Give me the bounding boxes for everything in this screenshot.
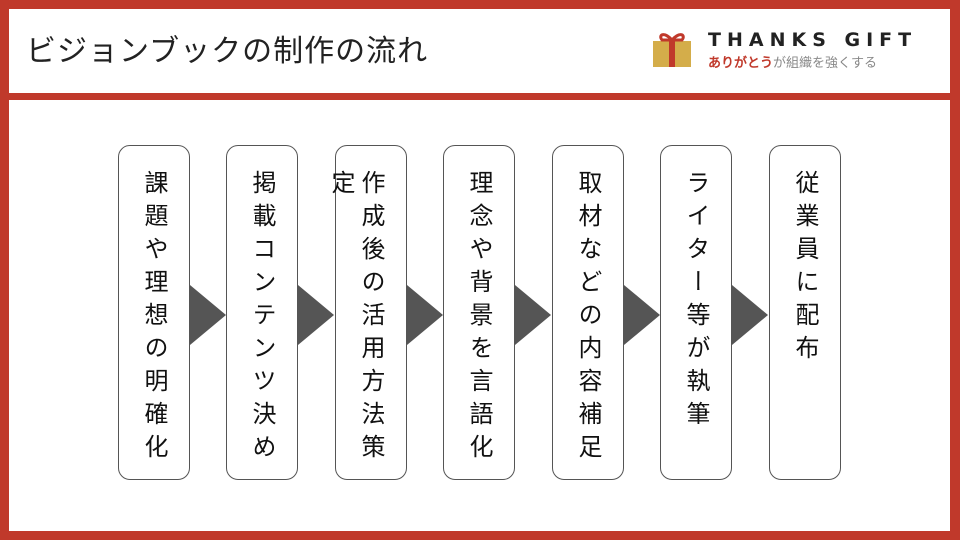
arrow-right-icon (515, 285, 551, 345)
step-box: ライター等が執筆 (660, 145, 732, 480)
header-divider (0, 93, 960, 100)
step-label: 理念や背景を言語化 (465, 170, 493, 467)
thanks-gift-logo: THANKS GIFT ありがとうが組織を強くする (650, 25, 940, 71)
arrow-right-icon (298, 285, 334, 345)
step-label: 取材などの内容補足 (574, 170, 602, 467)
step-label: 掲載コンテンツ決め (248, 170, 276, 467)
arrow-right-icon (624, 285, 660, 345)
logo-brand: THANKS GIFT (708, 29, 918, 51)
step-box: 取材などの内容補足 (552, 145, 624, 480)
arrow-right-icon (407, 285, 443, 345)
logo-tagline: ありがとうが組織を強くする (708, 52, 877, 71)
step-label: ライター等が執筆 (682, 170, 710, 434)
step-box: 作成後の活用方法策定 (327, 145, 407, 480)
step-box: 従業員に配布 (769, 145, 841, 480)
step-label: 課題や理想の明確化 (140, 170, 168, 467)
step-label: 作成後の活用方法策定 (327, 170, 385, 467)
step-box: 掲載コンテンツ決め (226, 145, 298, 480)
gift-box-icon (653, 33, 691, 67)
page-title: ビジョンブックの制作の流れ (26, 34, 429, 69)
arrow-right-icon (732, 285, 768, 345)
tagline-gray: が組織を強くする (773, 56, 878, 71)
arrow-right-icon (190, 285, 226, 345)
step-label: 従業員に配布 (791, 170, 819, 368)
tagline-red: ありがとう (708, 56, 774, 71)
step-box: 課題や理想の明確化 (118, 145, 190, 480)
step-box: 理念や背景を言語化 (443, 145, 515, 480)
